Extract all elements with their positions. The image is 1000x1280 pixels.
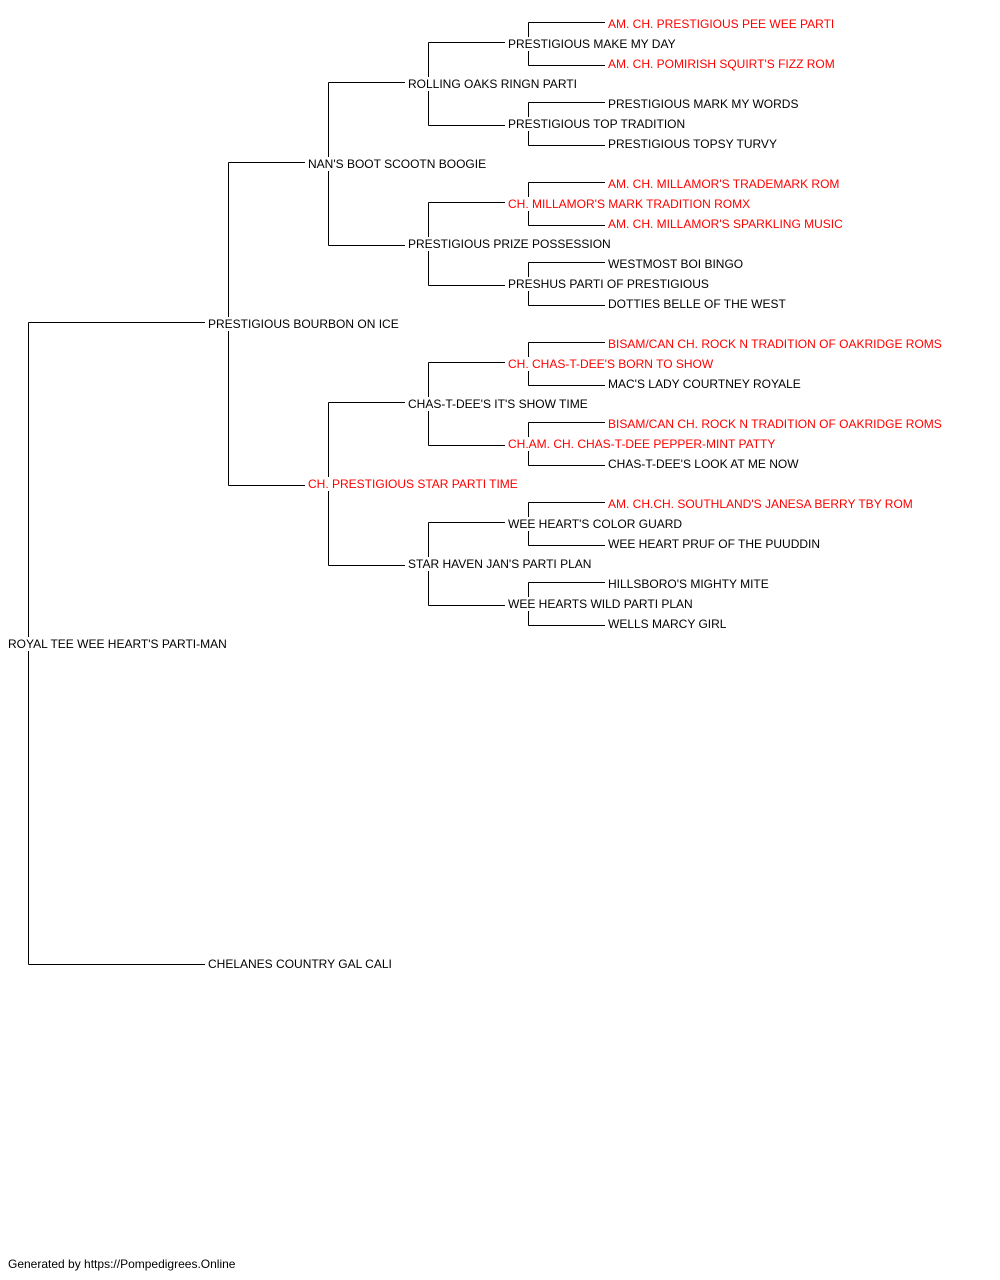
pedigree-ancestor-ssdd[interactable]: PRESHUS PARTI OF PRESTIGIOUS — [507, 277, 710, 291]
pedigree-ancestor-sdddd[interactable]: WELLS MARCY GIRL — [607, 617, 728, 631]
pedigree-ancestor-sss[interactable]: ROLLING OAKS RINGN PARTI — [407, 77, 578, 91]
pedigree-ancestor-ssdss[interactable]: AM. CH. MILLAMOR'S TRADEMARK ROM — [607, 177, 841, 191]
pedigree-ancestor-sdd[interactable]: STAR HAVEN JAN'S PARTI PLAN — [407, 557, 593, 571]
pedigree-ancestor-ssssd[interactable]: AM. CH. POMIRISH SQUIRT'S FIZZ ROM — [607, 57, 836, 71]
pedigree-ancestor-sssss[interactable]: AM. CH. PRESTIGIOUS PEE WEE PARTI — [607, 17, 836, 31]
pedigree-ancestor-sddd[interactable]: WEE HEARTS WILD PARTI PLAN — [507, 597, 694, 611]
pedigree-sire[interactable]: PRESTIGIOUS BOURBON ON ICE — [207, 317, 400, 331]
pedigree-ancestor-sds[interactable]: CHAS-T-DEE'S IT'S SHOW TIME — [407, 397, 589, 411]
footer-credit: Generated by https://Pompedigrees.Online — [8, 1257, 236, 1271]
pedigree-ancestor-sdds[interactable]: WEE HEART'S COLOR GUARD — [507, 517, 684, 531]
pedigree-ancestor-sddsd[interactable]: WEE HEART PRUF OF THE PUUDDIN — [607, 537, 822, 551]
pedigree-ancestor-sdssd[interactable]: MAC'S LADY COURTNEY ROYALE — [607, 377, 802, 391]
pedigree-ancestor-ssdsd[interactable]: AM. CH. MILLAMOR'S SPARKLING MUSIC — [607, 217, 844, 231]
pedigree-ancestor-sddds[interactable]: HILLSBORO'S MIGHTY MITE — [607, 577, 770, 591]
pedigree-ancestor-sdsds[interactable]: BISAM/CAN CH. ROCK N TRADITION OF OAKRID… — [607, 417, 943, 431]
pedigree-ancestor-ssss[interactable]: PRESTIGIOUS MAKE MY DAY — [507, 37, 677, 51]
pedigree-ancestor-sdsss[interactable]: BISAM/CAN CH. ROCK N TRADITION OF OAKRID… — [607, 337, 943, 351]
pedigree-ancestor-ssddd[interactable]: DOTTIES BELLE OF THE WEST — [607, 297, 787, 311]
pedigree-ancestor-sssd[interactable]: PRESTIGIOUS TOP TRADITION — [507, 117, 687, 131]
pedigree-paternal-granddam[interactable]: CH. PRESTIGIOUS STAR PARTI TIME — [307, 477, 519, 491]
pedigree-ancestor-sdsdd[interactable]: CHAS-T-DEE'S LOOK AT ME NOW — [607, 457, 800, 471]
pedigree-subject[interactable]: ROYAL TEE WEE HEART'S PARTI-MAN — [7, 637, 228, 651]
pedigree-ancestor-sdss[interactable]: CH. CHAS-T-DEE'S BORN TO SHOW — [507, 357, 715, 371]
pedigree-ancestor-sddss[interactable]: AM. CH.CH. SOUTHLAND'S JANESA BERRY TBY … — [607, 497, 914, 511]
pedigree-ancestor-ssd[interactable]: PRESTIGIOUS PRIZE POSSESSION — [407, 237, 612, 251]
pedigree-ancestor-sssds[interactable]: PRESTIGIOUS MARK MY WORDS — [607, 97, 800, 111]
pedigree-ancestor-ssdds[interactable]: WESTMOST BOI BINGO — [607, 257, 745, 271]
pedigree-ancestor-sssdd[interactable]: PRESTIGIOUS TOPSY TURVY — [607, 137, 778, 151]
pedigree-dam[interactable]: CHELANES COUNTRY GAL CALI — [207, 957, 393, 971]
pedigree-ancestor-ssds[interactable]: CH. MILLAMOR'S MARK TRADITION ROMX — [507, 197, 752, 211]
pedigree-ancestor-sdsd[interactable]: CH.AM. CH. CHAS-T-DEE PEPPER-MINT PATTY — [507, 437, 777, 451]
pedigree-paternal-grandsire[interactable]: NAN'S BOOT SCOOTN BOOGIE — [307, 157, 488, 171]
